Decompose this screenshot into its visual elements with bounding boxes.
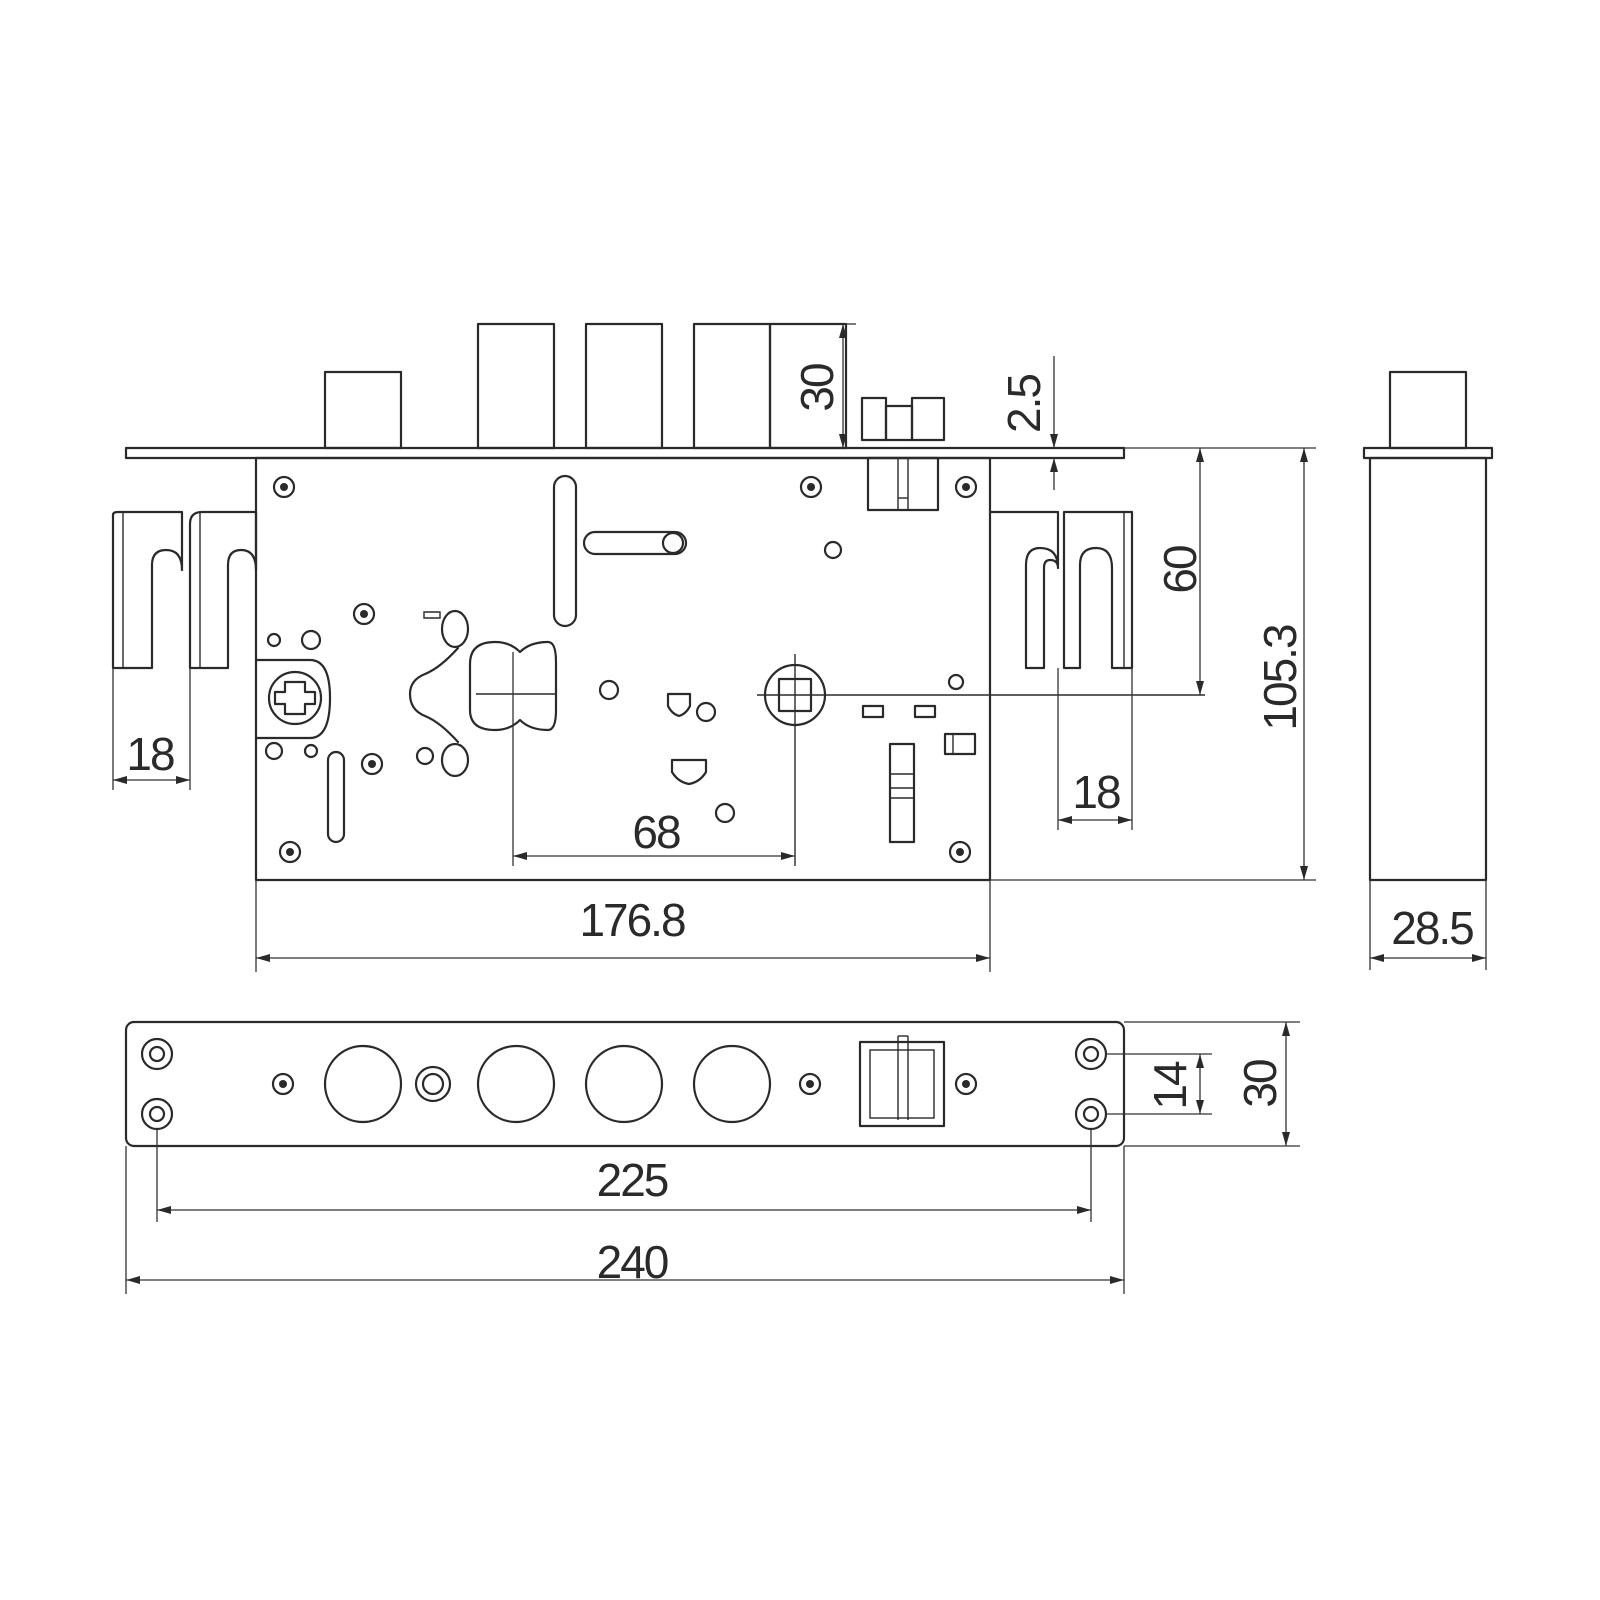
dim-faceplate-height: 30: [1124, 1021, 1300, 1147]
left-hooks: [111, 510, 258, 670]
dim-backset-label: 60: [1154, 546, 1206, 594]
dim-case-depth-label: 28.5: [1391, 902, 1473, 954]
dim-deadbolt-gap-label: 2.5: [998, 375, 1050, 433]
latch-left: [860, 396, 888, 442]
dim-cylinder-spindle-label: 68: [632, 806, 680, 858]
latch-right: [910, 396, 946, 442]
dim-hook-right-label: 18: [1072, 766, 1120, 818]
case-screws: [272, 475, 978, 864]
dim-case-length: 176.8: [255, 880, 991, 972]
bolt-3: [692, 322, 772, 450]
dim-hook-left: 18: [112, 668, 191, 790]
bolt-holes: [323, 1044, 772, 1124]
dim-cylinder-spindle: 68: [512, 652, 795, 866]
bolt-1: [476, 322, 556, 450]
side-faceplate: [1362, 446, 1494, 460]
dim-faceplate-length: 240: [125, 1146, 1125, 1294]
dim-case-height-label: 105.3: [1254, 625, 1306, 731]
small-bolt: [323, 370, 403, 450]
shield-markers: [666, 692, 708, 786]
dim-backset: 60: [1124, 447, 1212, 695]
dim-faceplate-height-label: 30: [1234, 1060, 1286, 1108]
dim-screw-vertical-label: 14: [1144, 1061, 1196, 1110]
side-bolt: [1388, 370, 1468, 450]
small-holes: [264, 540, 965, 824]
latch-housing: [866, 456, 940, 512]
dim-case-length-label: 176.8: [579, 894, 685, 946]
front-view: [111, 322, 1205, 882]
side-view: [1362, 370, 1494, 882]
bolt-2: [584, 322, 664, 450]
cylinder-profile: [408, 609, 558, 778]
dim-screw-horizontal: 225: [156, 1130, 1092, 1222]
dim-screw-horizontal-label: 225: [597, 1154, 668, 1206]
lock-case: [254, 456, 992, 882]
latch-opening: [858, 1035, 946, 1128]
dim-hook-right: 18: [1057, 668, 1133, 830]
dim-case-height: 105.3: [990, 447, 1316, 881]
dim-bolt-throw-label: 30: [791, 364, 843, 412]
faceplate-screws: [140, 1037, 1108, 1131]
slots: [326, 474, 688, 844]
dim-faceplate-length-label: 240: [597, 1236, 668, 1288]
faceplate-view: [124, 1020, 1126, 1148]
latch-mid: [884, 404, 914, 442]
dim-deadbolt-gap: 2.5: [998, 356, 1058, 490]
faceplate: [124, 1020, 1126, 1148]
dim-case-depth: 28.5: [1369, 880, 1487, 970]
switches: [861, 704, 977, 844]
dimensions: 30 2.5 60 105.3: [112, 323, 1487, 1294]
bolts: [323, 322, 946, 450]
dim-bolt-throw: 30: [791, 323, 856, 448]
spindle-follower: [757, 654, 1205, 866]
faceplate-strip: [124, 446, 1126, 460]
right-hooks: [988, 510, 1134, 670]
dim-screw-vertical: 14: [1106, 1053, 1212, 1115]
dim-hook-left-label: 18: [126, 728, 174, 780]
cylinder-cam: [254, 658, 332, 740]
side-case: [1368, 456, 1488, 882]
